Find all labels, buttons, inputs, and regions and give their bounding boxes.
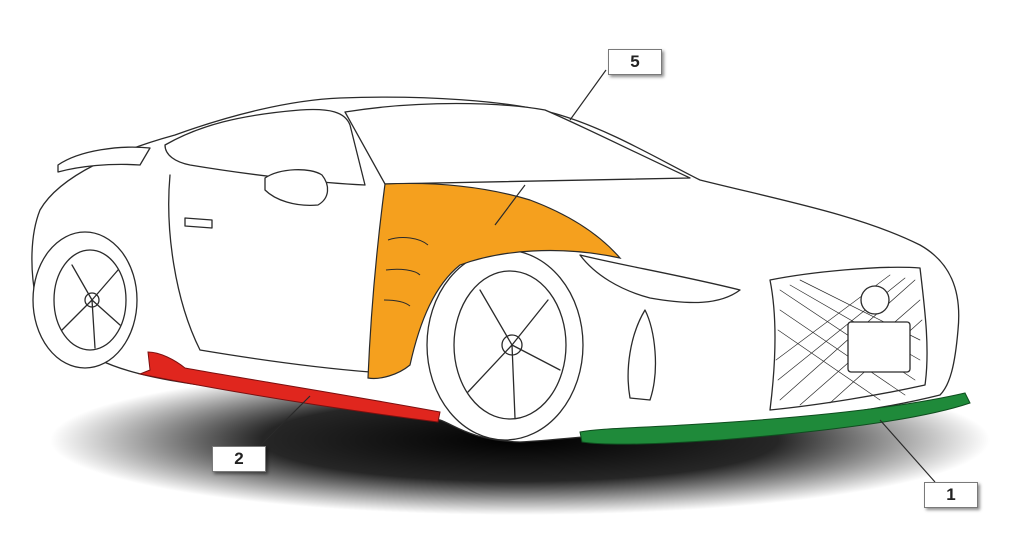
brand-emblem xyxy=(860,285,890,315)
side-window xyxy=(164,108,366,186)
license-plate xyxy=(847,321,911,373)
leader-line-5 xyxy=(494,69,607,226)
front-lip-spoiler xyxy=(579,392,971,445)
windshield xyxy=(344,102,691,185)
callout-label-2: 2 xyxy=(212,446,266,472)
leader-line-1 xyxy=(879,419,936,483)
front-fender xyxy=(367,182,622,380)
door-mirror xyxy=(264,169,329,206)
rear-spoiler xyxy=(57,146,151,173)
fender-vent xyxy=(383,237,429,307)
leader-line-2 xyxy=(259,395,311,447)
callout-label-1: 1 xyxy=(924,482,978,508)
door-handle xyxy=(184,217,213,229)
bumper-intake xyxy=(627,309,657,401)
door-line xyxy=(168,174,371,373)
side-skirt xyxy=(138,351,441,423)
headlight xyxy=(579,254,741,304)
callout-label-5: 5 xyxy=(608,49,662,75)
